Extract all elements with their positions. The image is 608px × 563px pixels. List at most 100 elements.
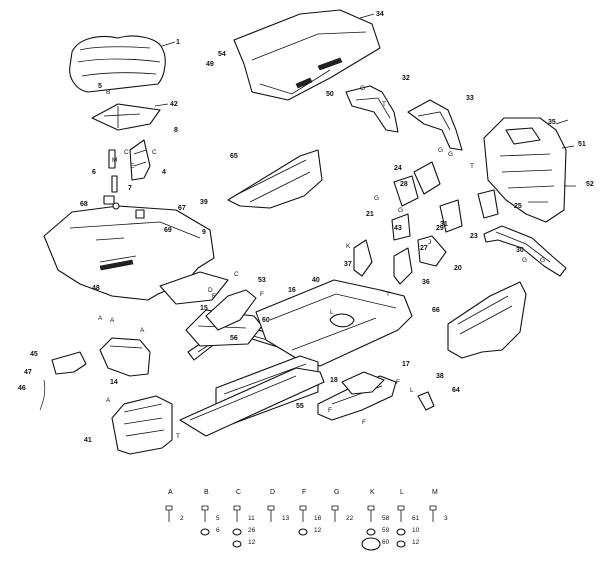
fastener-letter: A: [98, 315, 103, 322]
part-label-6: 6: [92, 169, 96, 176]
part-label-1: 1: [176, 39, 180, 46]
frame-side: [179, 367, 325, 437]
hardware-number-12: 12: [314, 527, 322, 534]
side-panel: [447, 281, 527, 359]
part-label-23: 23: [470, 233, 478, 240]
part-label-4: 4: [162, 169, 166, 176]
fastener-letter: F: [212, 293, 216, 300]
bolt-icon: [165, 505, 173, 522]
fastener-letter: G: [438, 147, 443, 154]
fastener-letter: F: [396, 379, 400, 386]
hardware-number-26: 26: [248, 527, 256, 534]
part-label-33: 33: [466, 95, 474, 102]
hardware-key-header-C: C: [236, 489, 241, 496]
washer-icon: [200, 528, 210, 536]
under-bracket: [341, 371, 385, 395]
fastener-letter: M: [112, 157, 117, 164]
bolt-icon: [367, 505, 375, 522]
hood-hinge-bracket: [407, 99, 463, 151]
fastener-letter: D: [208, 287, 213, 294]
washer-icon: [361, 537, 381, 551]
hardware-key-header-K: K: [370, 489, 375, 496]
part-label-54: 54: [218, 51, 226, 58]
part-label-9: 9: [202, 229, 206, 236]
part-label-31: 31: [440, 221, 448, 228]
hardware-stack: [103, 149, 145, 219]
hardware-key-header-L: L: [400, 489, 404, 496]
fastener-letter: A: [140, 327, 145, 334]
hardware-number-13: 13: [282, 515, 290, 522]
part-label-21: 21: [366, 211, 374, 218]
part-label-47: 47: [24, 369, 32, 376]
washer-icon: [396, 540, 406, 548]
hardware-number-11: 11: [248, 515, 255, 522]
fastener-letter: G: [360, 85, 365, 92]
seat-mount-plate: [159, 271, 229, 305]
part-label-46: 46: [18, 385, 26, 392]
fastener-letter: G: [374, 195, 379, 202]
fastener-letter: E: [130, 163, 135, 170]
mount-bracket: [99, 337, 151, 377]
rear-guard: [111, 395, 173, 455]
part-label-25: 25: [514, 203, 522, 210]
hardware-key-header-M: M: [432, 489, 438, 496]
hardware-number-2: 2: [180, 515, 184, 522]
access-plate: [51, 351, 87, 375]
fastener-letter: F: [260, 291, 264, 298]
hardware-number-12: 12: [248, 539, 256, 546]
hardware-number-18: 18: [314, 515, 322, 522]
hardware-number-5: 5: [216, 515, 220, 522]
hardware-number-61: 61: [412, 515, 420, 522]
hardware-key-header-B: B: [204, 489, 209, 496]
part-label-42: 42: [170, 101, 178, 108]
fastener-letter: T: [176, 433, 180, 440]
spring: [39, 379, 46, 411]
part-label-16: 16: [288, 287, 296, 294]
part-label-52: 52: [586, 181, 594, 188]
hardware-number-10: 10: [412, 527, 420, 534]
part-label-35: 35: [548, 119, 556, 126]
fastener-letter: T: [382, 101, 386, 108]
part-label-20: 20: [454, 265, 462, 272]
hardware-number-58: 58: [382, 515, 390, 522]
part-label-56: 56: [230, 335, 238, 342]
part-label-18: 18: [330, 377, 338, 384]
part-label-7: 7: [128, 185, 132, 192]
hardware-number-59: 59: [382, 527, 390, 534]
hood-support: [345, 85, 399, 133]
seat-bracket: [91, 103, 169, 131]
seat: [69, 35, 176, 93]
bolt-icon: [267, 505, 275, 522]
part-label-15: 15: [200, 305, 208, 312]
part-label-38: 38: [436, 373, 444, 380]
hardware-key-header-D: D: [270, 489, 275, 496]
fastener-letter: G: [522, 257, 527, 264]
fastener-letter: T: [470, 163, 474, 170]
fastener-letter: J: [428, 239, 431, 246]
hardware-number-12: 12: [412, 539, 420, 546]
hardware-number-60: 60: [382, 539, 390, 546]
part-label-49: 49: [206, 61, 214, 68]
bolt-icon: [331, 505, 339, 522]
bolt-icon: [201, 505, 209, 522]
part-label-60: 60: [262, 317, 270, 324]
part-label-45: 45: [30, 351, 38, 358]
part-label-64: 64: [452, 387, 460, 394]
fastener-letter: L: [330, 309, 334, 316]
main-frame: [255, 279, 413, 367]
fastener-letter: T: [386, 291, 390, 298]
part-label-32: 32: [402, 75, 410, 82]
fastener-letter: C: [234, 271, 239, 278]
fastener-letter: C: [124, 149, 129, 156]
part-label-48: 48: [92, 285, 100, 292]
part-label-53: 53: [258, 277, 266, 284]
washer-icon: [396, 528, 406, 536]
fastener-letter: F: [328, 407, 332, 414]
part-label-8: 8: [174, 127, 178, 134]
part-label-5: 5: [98, 83, 102, 90]
bolt-icon: [299, 505, 307, 522]
hardware-key-header-G: G: [334, 489, 339, 496]
washer-icon: [232, 528, 242, 536]
